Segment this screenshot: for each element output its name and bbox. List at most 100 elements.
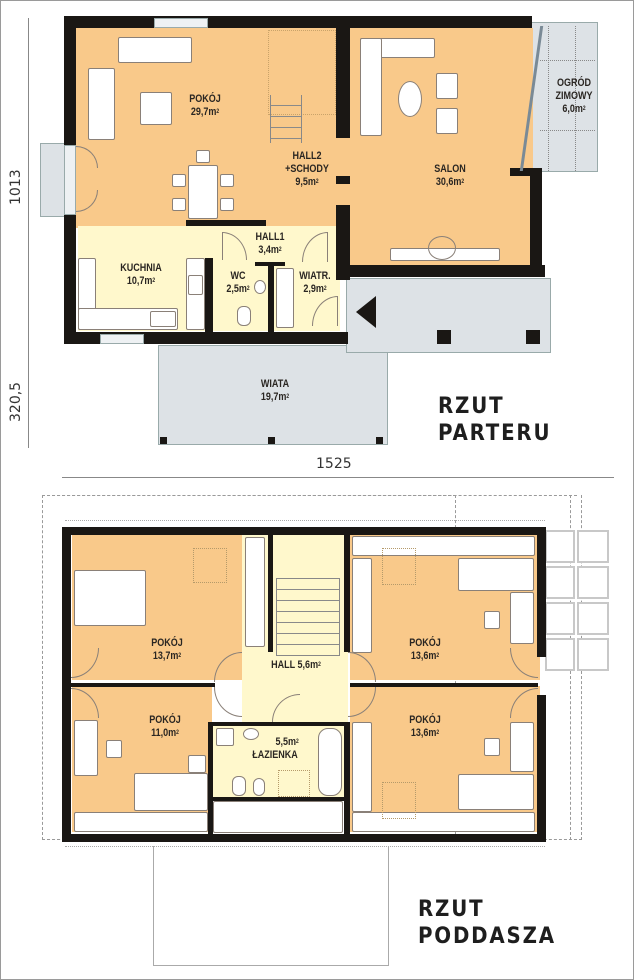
carport-roof-outline [153,846,389,966]
room-label-pokoj-se: POKÓJ 13,6m2 [405,714,446,740]
room-label-wc: WC 2,5m2 [222,270,255,296]
attic-floor-title: RZUT PODDASZA [418,897,556,949]
room-area: 19,7m [260,391,287,403]
wall [208,722,213,837]
window-pane [577,638,609,671]
room-area: 29,7m [190,106,217,118]
wardrobe [276,268,294,328]
room-name: POKÓJ [409,714,441,726]
wall [186,220,266,226]
room-label-lazienka: 5,5m2 ŁAZIENKA [246,736,303,762]
dining-table [188,165,218,219]
window [100,334,144,344]
room-area: 3,4m [258,244,279,256]
grid-line [575,26,576,171]
wall [537,527,546,657]
wall [336,176,350,184]
room-label-pokoj-sw: POKÓJ 11,0m2 [145,714,186,740]
side-steps [40,143,65,217]
dimension-line-vertical [28,18,29,336]
window-pane [577,530,609,563]
room-area: 11,0m [151,727,177,739]
column-post [437,330,451,344]
dimension-line-horizontal [62,477,614,478]
chair [220,198,234,211]
desk-chair [428,236,456,260]
room-name: HALL 5,6m [271,659,319,671]
wardrobe [352,558,372,653]
wall [71,683,215,687]
chair [484,611,500,629]
winter-garden-area [530,22,598,172]
room-area: 2,9m [303,283,324,295]
wall [268,527,273,652]
wall [537,695,546,842]
room-area: 13,6m [410,727,437,739]
dimension-height-main: 1013 [8,169,24,205]
washbasin [254,280,266,294]
room-area: 5,5m [275,736,297,748]
stove [188,275,203,295]
carport-post [160,437,167,444]
shelf [352,536,535,556]
window-pane [545,530,575,563]
washbasin [243,728,259,740]
wall [62,527,71,842]
rug [193,548,227,583]
shelf [352,812,535,832]
kneewall-line [65,846,545,847]
room-label-wiatrolap: WIATR. 2,9m2 [295,270,336,296]
wall [268,262,274,336]
grid-line [548,26,549,171]
room-name: POKÓJ [149,714,181,726]
room-name: WC [230,270,246,282]
window-pane [577,602,609,635]
shower [216,728,234,746]
bath-mat [278,770,310,797]
chair [172,198,186,211]
ground-floor-title: RZUT PARTERU [438,394,552,446]
single-bed [134,773,208,811]
entrance-arrow-icon [356,296,376,328]
nightstand [188,755,206,773]
window-door [64,145,76,215]
room-name: WIATA [260,378,290,390]
room-name: KUCHNIA [120,262,162,274]
double-bed [74,570,146,626]
oval-table [398,81,422,117]
window-pane [545,602,575,635]
room-label-pokoj-nw: POKÓJ 13,7m2 [147,637,188,663]
wall [510,168,540,176]
corner-sofa [360,38,382,136]
single-bed [458,774,534,810]
room-label-pokoj-ne: POKÓJ 13,6m2 [405,637,446,663]
room-name: SALON [434,163,466,175]
room-label-ogrod-zimowy: OGRÓD ZIMOWY 6,0m2 [549,77,598,116]
dimension-line-vertical [28,336,29,448]
stair-opening-outline [268,30,336,115]
wall [62,527,546,535]
wall [345,265,545,277]
room-label-hall1: HALL1 3,4m2 [250,231,291,257]
room-name: HALL2 [292,150,322,162]
bathtub [318,728,342,796]
roof-outline [42,495,577,496]
room-name: POKÓJ [189,93,221,105]
chair [196,150,210,163]
rug [382,548,416,585]
window-pane [577,566,609,599]
wall [336,28,350,138]
wall [530,168,542,276]
window-pane [545,566,575,599]
sink [150,311,176,327]
armchair [436,73,458,99]
desk [510,722,534,772]
window [154,18,208,28]
room-name: POKÓJ [151,637,183,649]
bidet [253,778,265,796]
room-area: 10,7m [126,275,153,287]
room-label-hall2: HALL2 +SCHODY 9,5m2 [278,150,335,189]
wall [255,262,285,266]
desk [510,592,534,644]
shelf [74,812,208,832]
